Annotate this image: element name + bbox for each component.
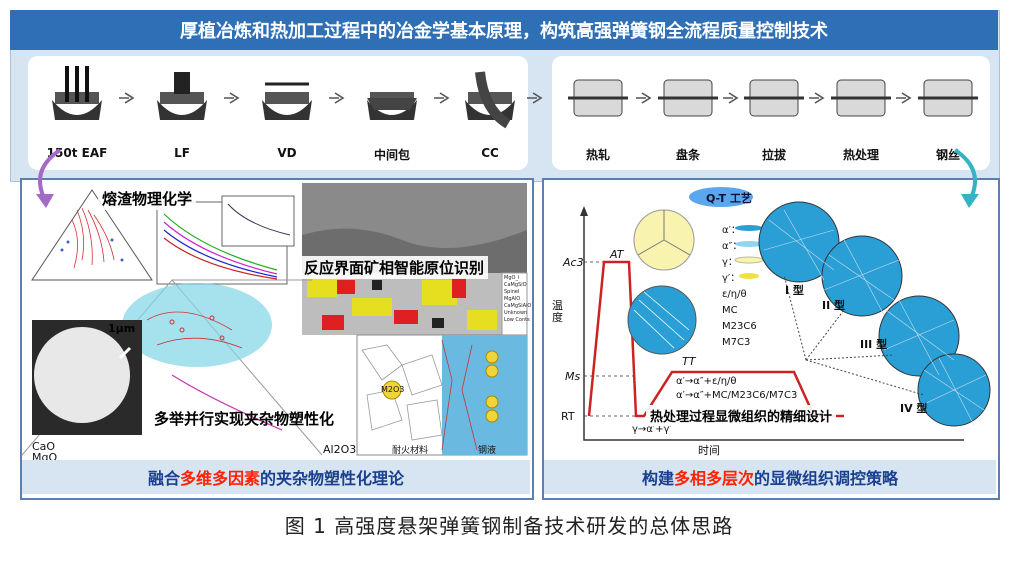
tick-ac3: Ac3 (563, 256, 584, 269)
tick-ms: Ms (565, 370, 581, 383)
tt-label: TT (682, 355, 696, 368)
title-prefix: 构建 (641, 469, 674, 488)
legend-gamma: γ： (722, 257, 738, 268)
slag-title: 熔渣物理化学 (98, 187, 197, 210)
left-panel-title: 融合多维多因素的夹杂物塑性化理论 (22, 460, 530, 494)
legend-m23c6: M23C6 (722, 321, 757, 332)
phase-legend-right: α′： α″： γ： γ′： ε/η/θ MC M23C6 M7C3 (722, 223, 757, 351)
flow-arrow-icon (636, 92, 652, 104)
design-note: 热处理过程显微组织的精细设计 (646, 405, 837, 426)
flow-arrow-icon (527, 92, 543, 104)
title-highlight: 多维多因素 (179, 469, 260, 488)
step-label-lf: LF (174, 146, 190, 160)
flow-arrow-icon (809, 92, 825, 104)
legend-entry: Unknown (504, 310, 528, 316)
refractory-label: 耐火材料 (392, 446, 429, 456)
legend-m7c3: M7C3 (722, 337, 751, 348)
legend-gamma-prime: γ′： (722, 273, 741, 284)
step-label-heat-treatment: 热处理 (842, 148, 879, 162)
corner-cao: CaO (32, 440, 56, 453)
legend-entry: Spinel (504, 289, 520, 295)
phase-legend: MgO_l CaMgSiO Spinel MgAlO CaMgSiAlO Unk… (504, 275, 531, 324)
legend-entry: MgO_l (504, 275, 520, 281)
right-panel-title: 构建多相多层次的显微组织调控策略 (544, 460, 996, 494)
legend-mc: MC (722, 305, 738, 316)
type-iii-label: III 型 (860, 338, 888, 351)
heat-treatment-icon (831, 79, 891, 117)
tundish-icon (367, 92, 417, 120)
legend-entry: CaMgSiAlO (504, 303, 532, 309)
flow-arrow-icon (723, 92, 739, 104)
step-label-eaf: 150t EAF (46, 146, 108, 160)
step-label-tundish: 中间包 (373, 148, 410, 162)
banner-title: 厚植冶炼和热加工过程中的冶金学基本原理，构筑高强弹簧钢全流程质量控制技术 (10, 10, 998, 50)
gamma-transformation: γ→α′+γ′ (632, 424, 672, 435)
arrow-head-right (961, 194, 979, 208)
flow-arrow-icon (119, 92, 135, 104)
tempering-transformation-2: α′→α″+MC/M23C6/M7C3 (676, 390, 798, 401)
hot-rolling-icon (568, 79, 628, 117)
title-prefix: 融合 (147, 469, 180, 488)
drawing-icon (744, 79, 804, 117)
scale-bar-label: 1μm (108, 322, 136, 335)
figure-caption: 图 1 高强度悬架弹簧钢制备技术研发的总体思路 (284, 514, 734, 538)
tick-rt: RT (561, 410, 575, 423)
legend-entry: CaMgSiO (504, 282, 527, 288)
title-highlight: 多相多层次 (673, 469, 754, 488)
step-label-hot-rolling: 热轧 (585, 148, 610, 162)
heat-treatment-figure (580, 187, 991, 441)
flow-arrow-icon (896, 92, 912, 104)
continuous-casting-icon (465, 71, 515, 129)
step-label-wire-rod: 盘条 (675, 148, 700, 162)
legend-alpha-prime: α′： (722, 225, 741, 236)
x-axis-label: 时间 (698, 444, 720, 457)
flow-arrow-icon (329, 92, 345, 104)
plasticity-note: 多举并行实现夹杂物塑性化 (154, 410, 335, 428)
step-label-vd: VD (277, 146, 297, 160)
y-axis-label: 温度 (552, 299, 563, 324)
legend-entry: MgAlO (504, 296, 521, 302)
tempering-transformation-1: α′→α″+ε/η/θ (676, 376, 737, 387)
type-iv-label: IV 型 (900, 402, 928, 415)
type-i-label: I 型 (785, 284, 804, 297)
step-label-cc: CC (481, 146, 499, 160)
wire-rod-coil-icon (658, 79, 718, 117)
phase-center-label: M2O3 (381, 385, 405, 394)
molten-steel-label: 钢液 (478, 446, 497, 456)
flow-arrow-icon (434, 92, 450, 104)
flow-arrow-icon (224, 92, 240, 104)
connector-arrows (36, 148, 979, 208)
corner-al2o3: Al2O3 (323, 443, 357, 456)
ladle-furnace-icon (157, 72, 207, 120)
at-label: AT (610, 248, 624, 261)
vacuum-degassing-icon (262, 82, 312, 120)
legend-alpha-double: α″： (722, 241, 743, 252)
steel-wire-icon (918, 79, 978, 117)
smelting-card (28, 56, 528, 170)
arrow-head-left (36, 194, 54, 208)
step-label-drawing: 拉拔 (761, 148, 786, 162)
legend-entry: Low Conts (504, 317, 530, 323)
reaction-title: 反应界面矿相智能原位识别 (300, 256, 489, 279)
type-ii-label: II 型 (822, 299, 846, 312)
eaf-furnace-icon (52, 66, 102, 120)
title-suffix: 的显微组织调控策略 (754, 469, 899, 488)
legend-carbide-eta: ε/η/θ (722, 289, 747, 300)
title-suffix: 的夹杂物塑性化理论 (260, 469, 405, 488)
process-flow-icons (52, 66, 978, 129)
step-label-steel-wire: 钢丝 (935, 148, 960, 162)
qt-label: Q-T 工艺 (706, 192, 752, 205)
